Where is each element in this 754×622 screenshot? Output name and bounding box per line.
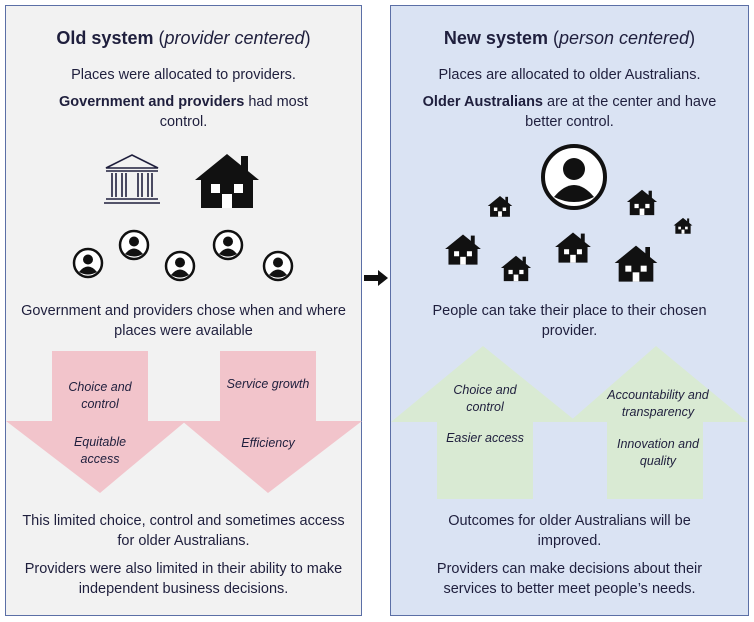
house-icon — [626, 189, 658, 216]
person-icon — [212, 229, 244, 261]
old-footer-2: Providers were also limited in their abi… — [24, 561, 343, 597]
new-system-title: New system (person centered) — [443, 28, 696, 48]
old-line-3: Government and providers chose when and … — [21, 303, 346, 339]
down-arrows — [6, 351, 362, 493]
new-line-2: Older Australians are at the center and … — [422, 94, 717, 130]
new-footer-1: Outcomes for older Australians will be i… — [448, 513, 691, 549]
down-arrow-left — [6, 351, 186, 493]
new-arrow-left-top: Choice and control — [453, 383, 517, 414]
new-line-1: Places are allocated to older Australian… — [438, 67, 701, 83]
up-arrow-left — [391, 346, 577, 499]
government-building-icon — [104, 154, 160, 204]
down-arrow-right — [182, 351, 362, 493]
new-arrow-right-bottom: Innovation and quality — [616, 437, 699, 468]
old-system-panel: Old system (provider centered) Places we… — [5, 5, 362, 616]
house-icon — [195, 154, 259, 208]
old-arrow-left-top: Choice and control — [68, 380, 132, 411]
house-icon — [614, 245, 658, 282]
old-footer-1: This limited choice, control and sometim… — [22, 513, 345, 549]
old-line-1: Places were allocated to providers. — [71, 67, 296, 83]
new-system-panel: New system (person centered) Places are … — [390, 5, 749, 616]
new-line-3: People can take their place to their cho… — [432, 303, 707, 339]
house-icon — [555, 232, 591, 263]
old-system-title: Old system (provider centered) — [56, 28, 311, 48]
old-line-2: Government and providers had most contro… — [59, 94, 308, 130]
right-arrow-icon — [364, 270, 388, 286]
person-icon — [541, 144, 607, 210]
new-arrow-right-top: Accountability and transparency — [607, 388, 709, 419]
new-arrow-left-bottom: Easier access — [446, 431, 524, 445]
house-icon — [500, 255, 532, 282]
up-arrow-right — [569, 346, 748, 499]
old-arrow-left-bottom: Equitable access — [73, 435, 127, 466]
person-icon — [262, 250, 294, 282]
house-icon — [445, 234, 481, 265]
person-icon — [118, 229, 150, 261]
old-arrow-right-bottom: Efficiency — [241, 436, 295, 450]
up-arrows — [391, 346, 748, 499]
house-icon — [673, 217, 693, 234]
person-icon — [72, 247, 104, 279]
new-footer-2: Providers can make decisions about their… — [436, 561, 703, 597]
old-arrow-right-top: Service growth — [226, 377, 310, 391]
person-icon — [164, 250, 196, 282]
house-icon — [487, 196, 513, 217]
